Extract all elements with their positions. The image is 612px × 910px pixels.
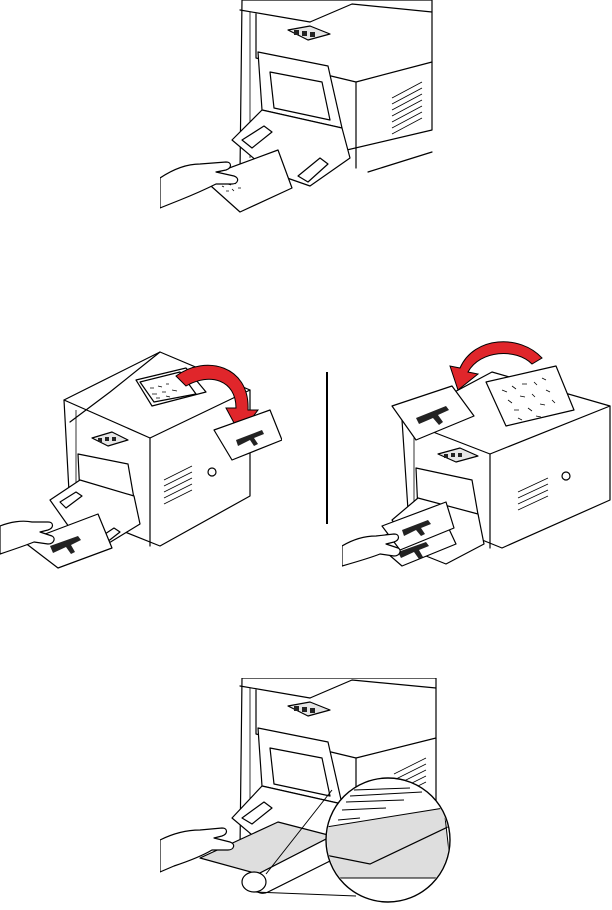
figure-manual-duplex-second-side bbox=[342, 330, 612, 575]
magnifier-source-circle bbox=[242, 872, 266, 892]
figure-manual-duplex-first-side bbox=[0, 350, 282, 575]
hand-icon bbox=[342, 534, 400, 566]
hand-icon bbox=[160, 828, 234, 872]
figure-load-single-sheet bbox=[160, 0, 440, 215]
power-button bbox=[208, 468, 216, 476]
power-button bbox=[562, 472, 570, 480]
panel-divider bbox=[326, 372, 328, 524]
printer-illustration-2 bbox=[0, 350, 282, 575]
printer-illustration-1 bbox=[160, 0, 440, 215]
printer-illustration-3 bbox=[342, 330, 612, 575]
printer-illustration-4 bbox=[160, 678, 452, 910]
figure-transparency-loading bbox=[160, 678, 452, 910]
